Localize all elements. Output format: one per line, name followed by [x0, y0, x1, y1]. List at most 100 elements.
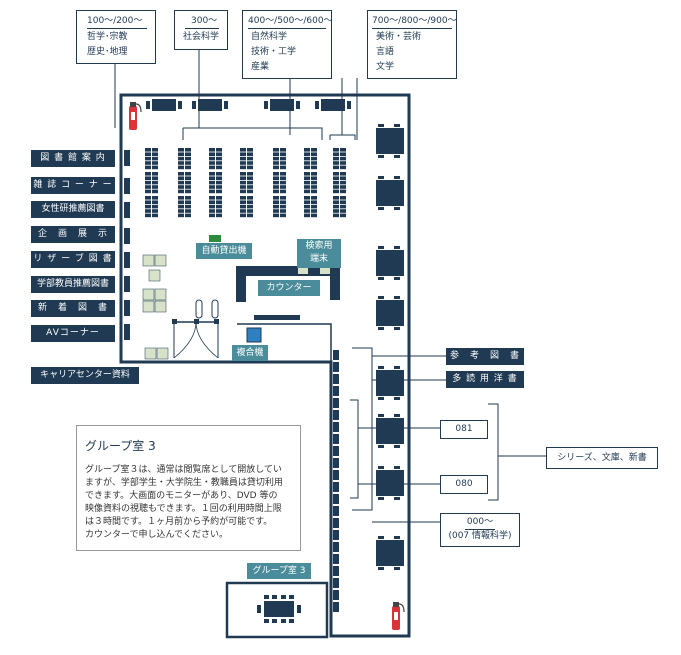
chair — [378, 124, 384, 127]
bookshelf — [311, 213, 317, 218]
left-wall-shelves — [124, 150, 130, 340]
bookshelf — [247, 200, 253, 204]
group-room-3-text: できます。大画面のモニターがあり、DVD 等の — [85, 491, 278, 501]
label-auto-checkout: 自動貸出機 — [196, 243, 252, 259]
chair — [378, 246, 384, 249]
reading-table — [376, 540, 404, 566]
entrance-gates — [173, 299, 219, 359]
bookshelf — [145, 185, 151, 189]
bookshelf — [216, 165, 222, 170]
bookshelf — [247, 189, 253, 194]
label-exhibition: 企 画 展 示 — [31, 226, 115, 243]
category-name: 社会科学 — [183, 32, 220, 42]
bookshelf — [333, 542, 339, 552]
right-tables — [376, 124, 404, 570]
bookshelf — [304, 176, 310, 180]
chair — [394, 207, 400, 210]
chair — [394, 124, 400, 127]
bookshelf — [185, 176, 191, 180]
bookshelf — [216, 152, 222, 156]
bookshelf — [216, 161, 222, 165]
bookshelf — [333, 602, 339, 612]
bookshelf — [240, 189, 246, 194]
bookshelf — [247, 161, 253, 165]
bookshelf — [333, 204, 339, 209]
bookshelf — [340, 176, 346, 180]
bookshelf — [304, 213, 310, 218]
label-search-terminal: 検索用 端末 — [297, 239, 341, 268]
auto-checkout-machine — [209, 235, 221, 242]
bookshelf — [216, 156, 222, 161]
bookshelf — [178, 148, 184, 152]
category-brackets — [114, 49, 358, 140]
bookshelf — [273, 152, 279, 156]
chair — [394, 466, 400, 469]
bookshelf — [340, 196, 346, 200]
bookshelf — [145, 189, 151, 194]
reading-table — [376, 370, 404, 396]
bookshelf — [216, 196, 222, 200]
label-reference: 参 考 図 書 — [446, 348, 524, 365]
bookshelf — [240, 176, 246, 180]
bookshelf — [185, 213, 191, 218]
bookshelf — [178, 172, 184, 176]
bookshelf — [304, 165, 310, 170]
bookshelf — [340, 172, 346, 176]
bookshelf — [333, 410, 339, 420]
bookshelf — [240, 185, 246, 189]
chair — [394, 155, 400, 158]
bookshelf — [333, 458, 339, 468]
category-000-name: (007 情報科学) — [448, 531, 512, 541]
bookshelf — [333, 494, 339, 504]
bookshelf — [152, 200, 158, 204]
bookshelf — [145, 180, 151, 185]
bookshelf — [333, 161, 339, 165]
bookshelf — [247, 165, 253, 170]
chair — [378, 277, 384, 280]
floor-wall-main — [119, 93, 411, 638]
bookshelf — [178, 152, 184, 156]
bookshelf — [304, 180, 310, 185]
bookshelf — [216, 213, 222, 218]
bookshelf — [333, 200, 339, 204]
reading-table — [376, 300, 404, 326]
bookshelf — [333, 148, 339, 152]
bookshelf — [209, 152, 215, 156]
bookshelf — [311, 200, 317, 204]
bookshelf — [247, 172, 253, 176]
bookshelf — [178, 161, 184, 165]
bookshelf — [333, 180, 339, 185]
bookshelf — [280, 185, 286, 189]
bookshelf — [340, 200, 346, 204]
bookshelf — [247, 180, 253, 185]
bookshelf — [178, 200, 184, 204]
bookshelf — [216, 185, 222, 189]
bookshelf — [152, 213, 158, 218]
bookshelf — [280, 180, 286, 185]
bookshelf — [280, 161, 286, 165]
bookshelf — [280, 165, 286, 170]
bookshelf — [209, 172, 215, 176]
chair — [378, 414, 384, 417]
counter-room-wall — [237, 323, 332, 362]
bookshelf — [247, 176, 253, 180]
bookshelf — [333, 590, 339, 600]
bookshelf — [145, 148, 151, 152]
category-000-range: 000～ — [466, 517, 494, 527]
bookshelf — [340, 165, 346, 170]
bookshelf — [311, 165, 317, 170]
bookshelf — [333, 176, 339, 180]
chair — [378, 397, 384, 400]
bookshelf — [340, 152, 346, 156]
bookshelf — [247, 152, 253, 156]
bookshelf — [311, 189, 317, 194]
chair — [394, 176, 400, 179]
label-extensive-reading: 多 読 用 洋 書 — [446, 371, 524, 388]
bookshelf — [240, 204, 246, 209]
bookshelf — [247, 156, 253, 161]
chair — [394, 366, 400, 369]
bookshelf — [247, 213, 253, 218]
category-box-100: 100～/200～ 哲学･宗教 歴史･地理 — [76, 10, 156, 64]
shelf-080-box: 080 — [440, 475, 488, 494]
